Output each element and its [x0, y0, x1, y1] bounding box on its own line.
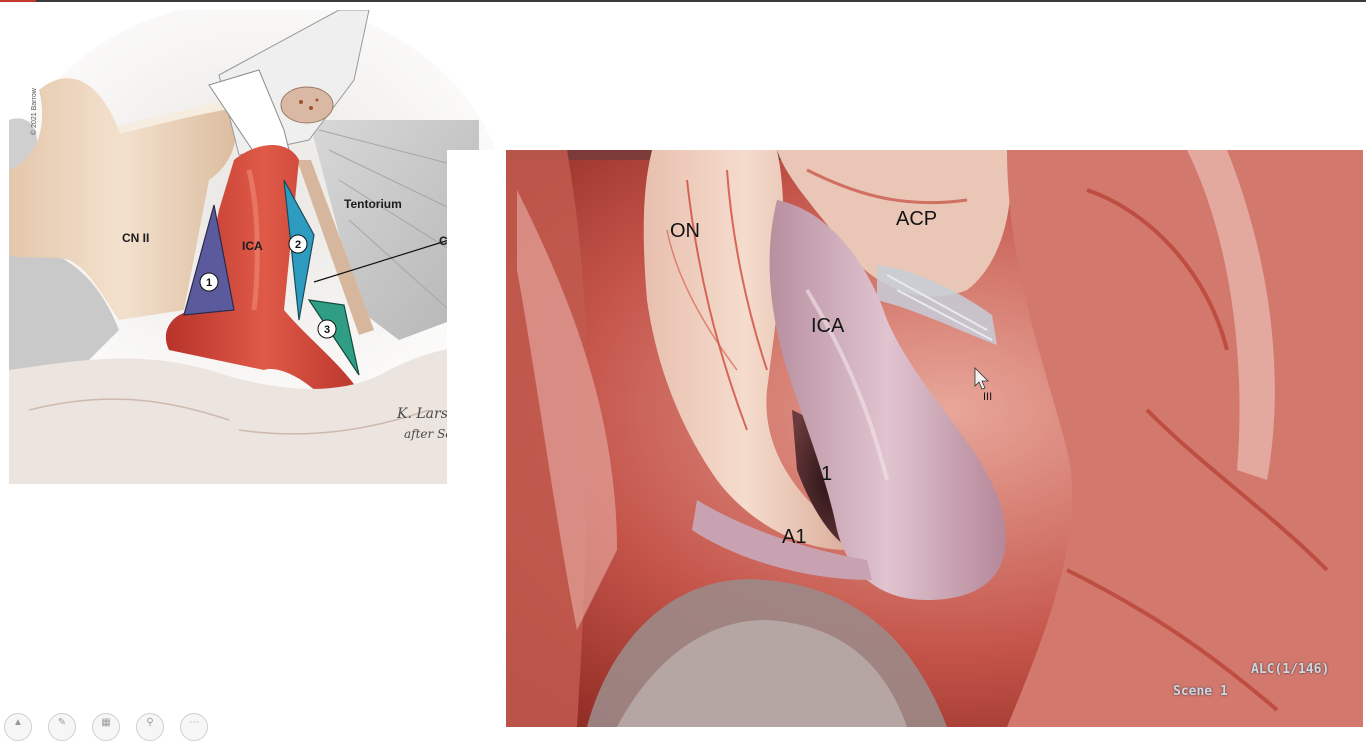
surgical-video-image: ON ACP ICA III 1 A1 — [447, 150, 1363, 727]
video-frame-counter: ALC(1/146) — [1251, 662, 1330, 677]
video-label-a1: A1 — [782, 526, 806, 548]
video-label-acp: ACP — [896, 208, 937, 230]
brain-base-shape — [9, 346, 505, 484]
video-label-on: ON — [670, 220, 700, 242]
fold-shape — [9, 240, 119, 380]
copyright-text: © 2021 Barrow — [30, 87, 38, 135]
triangle-2-number: 2 — [295, 239, 301, 251]
window-top-accent — [0, 0, 36, 2]
brain-fold-lines — [28, 398, 430, 435]
video-label-cn3: III — [983, 391, 992, 403]
window-top-border — [0, 0, 1366, 2]
tentorium-texture — [318, 129, 475, 311]
slides-icon[interactable]: ▦ — [92, 713, 120, 741]
video-label-ica: ICA — [811, 315, 845, 337]
illustration-drawing: 1 2 3 CN II ICA Tentorium CN III © 2021 … — [9, 10, 505, 484]
search-icon[interactable]: ⚲ — [136, 713, 164, 741]
tentorium-shape — [309, 120, 479, 340]
surgical-video-frame[interactable]: ON ACP ICA III 1 A1 ALC(1/146) Scene 1 — [447, 150, 1363, 727]
clinoid-bone-shape — [280, 86, 334, 124]
triangle-3-shape — [307, 299, 360, 376]
arrow-icon[interactable]: ▲ — [4, 713, 32, 741]
triangle-1-shape — [183, 204, 235, 316]
nerve-highlight — [118, 101, 230, 134]
label-ica: ICA — [242, 239, 263, 253]
video-label-triangle-1: 1 — [821, 463, 832, 485]
pen-icon[interactable]: ✎ — [48, 713, 76, 741]
anatomical-illustration: 1 2 3 CN II ICA Tentorium CN III © 2021 … — [9, 10, 505, 484]
optic-nerve-shape — [9, 78, 236, 320]
label-tentorium: Tentorium — [344, 197, 402, 211]
presentation-toolbar: ▲ ✎ ▦ ⚲ ⋯ — [4, 713, 224, 741]
triangle-3-number: 3 — [324, 324, 330, 336]
more-icon[interactable]: ⋯ — [180, 713, 208, 741]
cn3-leader-line — [313, 239, 450, 283]
artery-highlight — [246, 169, 260, 311]
ica-shape — [165, 145, 364, 405]
oculomotor-nerve-shape — [297, 160, 374, 335]
mouse-cursor-icon — [974, 367, 989, 390]
triangle-1-number: 1 — [206, 277, 212, 289]
label-cn2: CN II — [122, 231, 149, 245]
video-scene-label: Scene 1 — [1173, 684, 1228, 699]
